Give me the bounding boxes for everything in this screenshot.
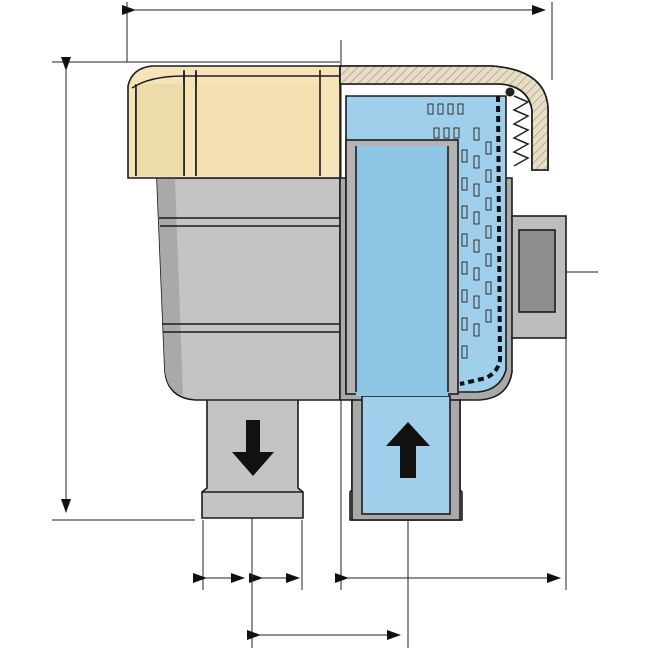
lid-grip-shade-1 [136,84,184,176]
section-half [339,65,567,521]
side-port-inner [518,229,556,313]
lid-thread [512,95,530,167]
lid-grip-shade-2 [196,84,320,176]
o-ring [505,87,515,97]
arrow-down-icon [232,420,274,476]
lid-section-beige [339,65,549,171]
standpipe-water [356,146,448,396]
filter-screen [459,95,503,386]
exterior-half [127,65,341,519]
flow-arrows [232,420,430,478]
arrow-up-icon [386,422,430,478]
bowl-shade [157,178,183,395]
screen-perforations [427,103,492,359]
bowl-body-exterior [156,177,341,401]
